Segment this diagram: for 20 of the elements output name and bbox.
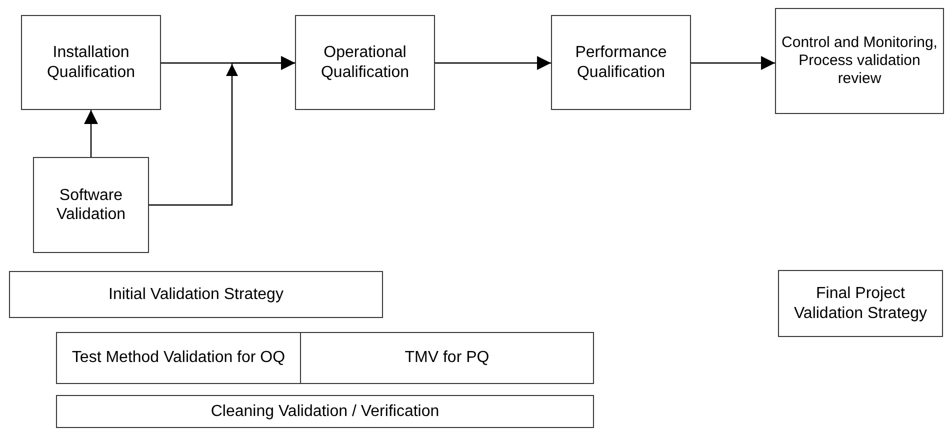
box-label: TMV for PQ	[404, 348, 490, 368]
box-label: Initial Validation Strategy	[108, 284, 284, 304]
process-box	[778, 270, 943, 337]
box-label: Test Method Validation for OQ	[72, 348, 286, 368]
box-label: Operational Qualification	[320, 43, 410, 82]
process-box	[21, 15, 161, 110]
box-label: Installation Qualification	[46, 43, 136, 82]
box-label: Final Project Validation Strategy	[792, 284, 928, 323]
process-box	[301, 332, 594, 384]
process-box	[56, 395, 594, 428]
box-label: Cleaning Validation / Verification	[210, 402, 440, 422]
process-box	[295, 15, 435, 110]
process-box	[775, 8, 944, 114]
box-label: Software Validation	[55, 186, 127, 224]
box-label: Performance Qualification	[574, 43, 668, 82]
process-box	[9, 271, 383, 318]
box-label: Control and Monitoring, Process validation review	[780, 34, 938, 88]
process-box	[33, 157, 149, 253]
process-box	[56, 332, 301, 384]
process-box	[551, 15, 691, 110]
